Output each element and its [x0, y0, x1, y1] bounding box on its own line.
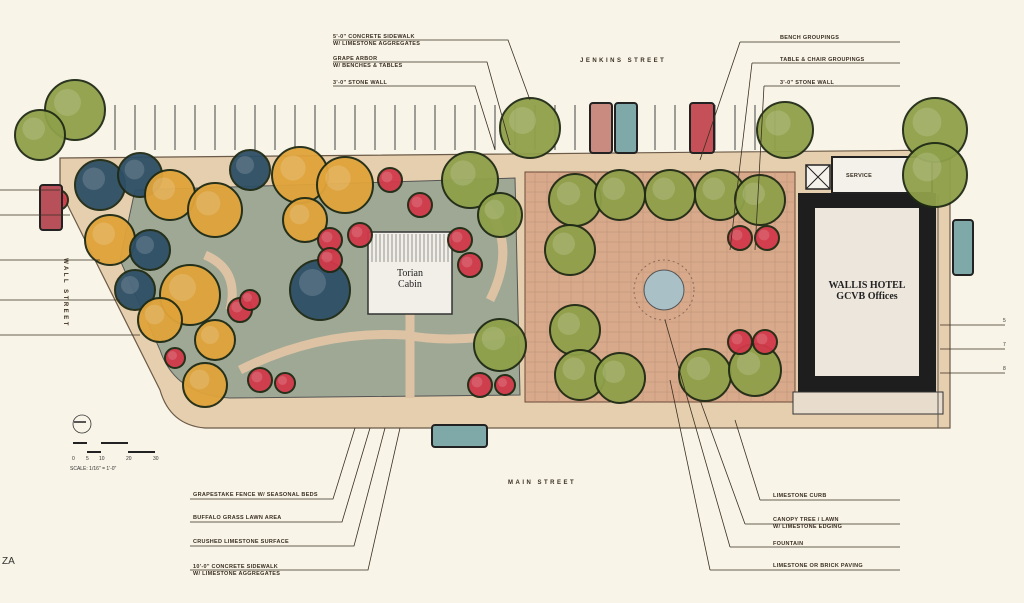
scale-tick: 20 — [126, 456, 132, 462]
scale-bar — [73, 442, 155, 453]
canopy-tree — [544, 224, 596, 276]
label-crushed-limestone: CRUSHED LIMESTONE SURFACE — [193, 539, 290, 545]
parked-car — [39, 184, 63, 231]
label-limestone-curb: LIMESTONE CURB — [773, 493, 827, 499]
scale-tick: 10 — [99, 456, 105, 462]
scale-text: SCALE: 1/16" = 1'-0" — [70, 466, 117, 472]
parked-car — [431, 424, 488, 448]
ornamental-tree — [187, 182, 243, 238]
canopy-tree — [14, 109, 66, 161]
flowering-shrub — [164, 347, 186, 369]
flowering-shrub — [447, 227, 473, 253]
ornamental-tree — [282, 197, 328, 243]
fountain — [643, 269, 685, 311]
label-table-chair-groupings: TABLE & CHAIR GROUPINGS — [780, 57, 865, 63]
flowering-shrub — [467, 372, 493, 398]
label-grapestake-fence: GRAPESTAKE FENCE W/ SEASONAL BEDS — [193, 492, 318, 498]
flowering-shrub — [317, 247, 343, 273]
evergreen-shrub — [129, 229, 171, 271]
flowering-shrub — [752, 329, 778, 355]
street-wall: WALL STREET — [61, 258, 68, 328]
ornamental-tree — [182, 362, 228, 408]
scale-tick: 0 — [72, 456, 75, 462]
parked-car — [589, 102, 613, 154]
flowering-shrub — [274, 372, 296, 394]
ornamental-tree — [316, 156, 374, 214]
label-buffalo-grass: BUFFALO GRASS LAWN AREA — [193, 515, 282, 521]
flowering-shrub — [407, 192, 433, 218]
service-label: SERVICE — [846, 173, 873, 179]
corner-text: ZA — [2, 556, 15, 567]
street-jenkins: JENKINS STREET — [580, 58, 667, 64]
flowering-shrub — [377, 167, 403, 193]
canopy-tree — [473, 318, 527, 372]
scale-tick: 30 — [153, 456, 159, 462]
street-main: MAIN STREET — [508, 480, 577, 486]
canopy-tree — [477, 192, 523, 238]
north-arrow — [72, 414, 92, 434]
flowering-shrub — [494, 374, 516, 396]
scale-tick: 5 — [86, 456, 89, 462]
ornamental-tree — [194, 319, 236, 361]
label-paving: LIMESTONE OR BRICK PAVING — [773, 563, 864, 569]
canopy-tree — [441, 151, 499, 209]
evergreen-shrub — [229, 149, 271, 191]
parked-car — [614, 102, 638, 154]
crushed-limestone-path — [203, 196, 522, 398]
ornamental-tree — [137, 297, 183, 343]
flowering-shrub — [239, 289, 261, 311]
label-stone-wall-left: 3'-0" STONE WALL — [333, 80, 388, 86]
canopy-tree — [756, 101, 814, 159]
canopy-tree — [594, 352, 646, 404]
label-bench-groupings: BENCH GROUPINGS — [780, 35, 840, 41]
canopy-tree — [499, 97, 561, 159]
flowering-shrub — [247, 367, 273, 393]
parked-car — [952, 219, 974, 276]
torian-cabin — [367, 231, 453, 315]
canopy-tree — [902, 142, 968, 208]
flowering-shrub — [727, 225, 753, 251]
flowering-shrub — [457, 252, 483, 278]
evergreen-shrub — [114, 269, 156, 311]
label-stone-wall-right: 3'-0" STONE WALL — [780, 80, 835, 86]
section-mark: 8 — [1003, 366, 1006, 372]
label-fountain: FOUNTAIN — [773, 541, 804, 547]
parked-car — [689, 102, 715, 154]
section-mark: 7 — [1003, 342, 1006, 348]
flowering-shrub — [347, 222, 373, 248]
flowering-shrub — [754, 225, 780, 251]
canopy-tree — [734, 174, 786, 226]
section-mark: 5 — [1003, 318, 1006, 324]
